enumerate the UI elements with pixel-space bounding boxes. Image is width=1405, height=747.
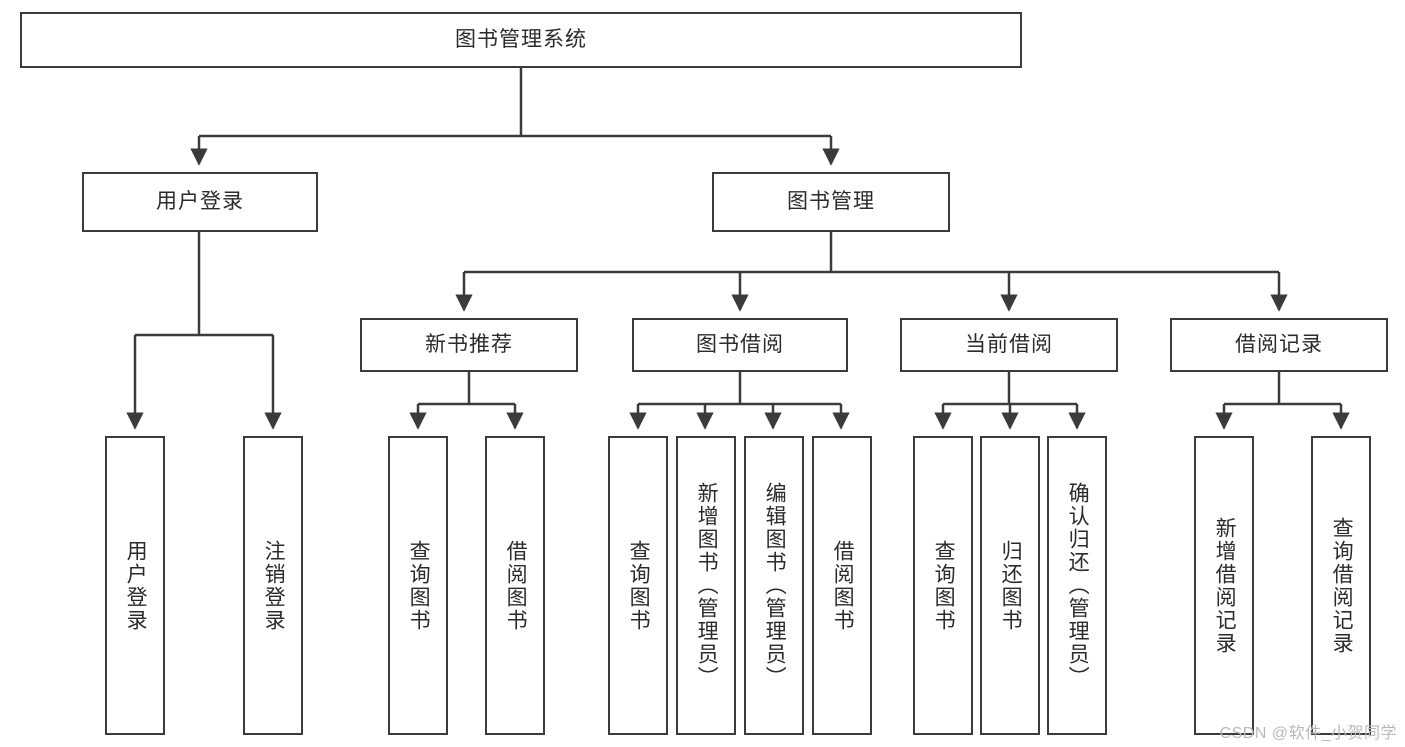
leaf-edit-book-admin[interactable]: 编辑图书（管理员）	[744, 436, 804, 735]
node-label: 查询图书	[627, 539, 651, 632]
leaf-query-book-borrow[interactable]: 查询图书	[608, 436, 668, 735]
node-user-login[interactable]: 用户登录	[82, 172, 318, 232]
leaf-borrow-book[interactable]: 借阅图书	[812, 436, 872, 735]
node-label: 查询图书	[407, 539, 431, 632]
node-book-management-system[interactable]: 图书管理系统	[20, 12, 1022, 68]
node-label: 确认归还（管理员）	[1066, 482, 1090, 689]
node-label: 图书管理	[787, 190, 875, 214]
node-label: 查询借阅记录	[1330, 516, 1354, 655]
leaf-query-borrow-record[interactable]: 查询借阅记录	[1311, 436, 1371, 735]
leaf-user-login[interactable]: 用户登录	[105, 436, 165, 735]
node-borrow-record[interactable]: 借阅记录	[1170, 318, 1388, 372]
node-label: 当前借阅	[965, 333, 1053, 357]
node-label: 图书借阅	[696, 333, 784, 357]
node-label: 借阅图书	[831, 539, 855, 632]
node-book-management[interactable]: 图书管理	[712, 172, 950, 232]
leaf-return-book[interactable]: 归还图书	[980, 436, 1040, 735]
node-label: 查询图书	[932, 539, 956, 632]
leaf-query-book-current[interactable]: 查询图书	[913, 436, 973, 735]
leaf-confirm-return-admin[interactable]: 确认归还（管理员）	[1047, 436, 1107, 735]
node-label: 注销登录	[262, 539, 286, 632]
node-label: 图书管理系统	[455, 28, 587, 52]
node-label: 归还图书	[999, 539, 1023, 632]
node-new-book-recommend[interactable]: 新书推荐	[360, 318, 578, 372]
watermark: CSDN @软件_小贺同学	[1219, 725, 1397, 742]
leaf-add-book-admin[interactable]: 新增图书（管理员）	[676, 436, 736, 735]
leaf-query-book-recommend[interactable]: 查询图书	[388, 436, 448, 735]
node-label: 借阅图书	[504, 539, 528, 632]
leaf-logout-login[interactable]: 注销登录	[243, 436, 303, 735]
node-label: 用户登录	[124, 539, 148, 632]
node-label: 新增图书（管理员）	[695, 482, 719, 689]
node-label: 编辑图书（管理员）	[763, 482, 787, 689]
node-label: 新书推荐	[425, 333, 513, 357]
leaf-add-borrow-record[interactable]: 新增借阅记录	[1194, 436, 1254, 735]
node-label: 新增借阅记录	[1213, 516, 1237, 655]
node-current-borrow[interactable]: 当前借阅	[900, 318, 1118, 372]
node-book-borrow[interactable]: 图书借阅	[632, 318, 848, 372]
node-label: 借阅记录	[1235, 333, 1323, 357]
leaf-borrow-book-recommend[interactable]: 借阅图书	[485, 436, 545, 735]
node-label: 用户登录	[156, 190, 244, 214]
